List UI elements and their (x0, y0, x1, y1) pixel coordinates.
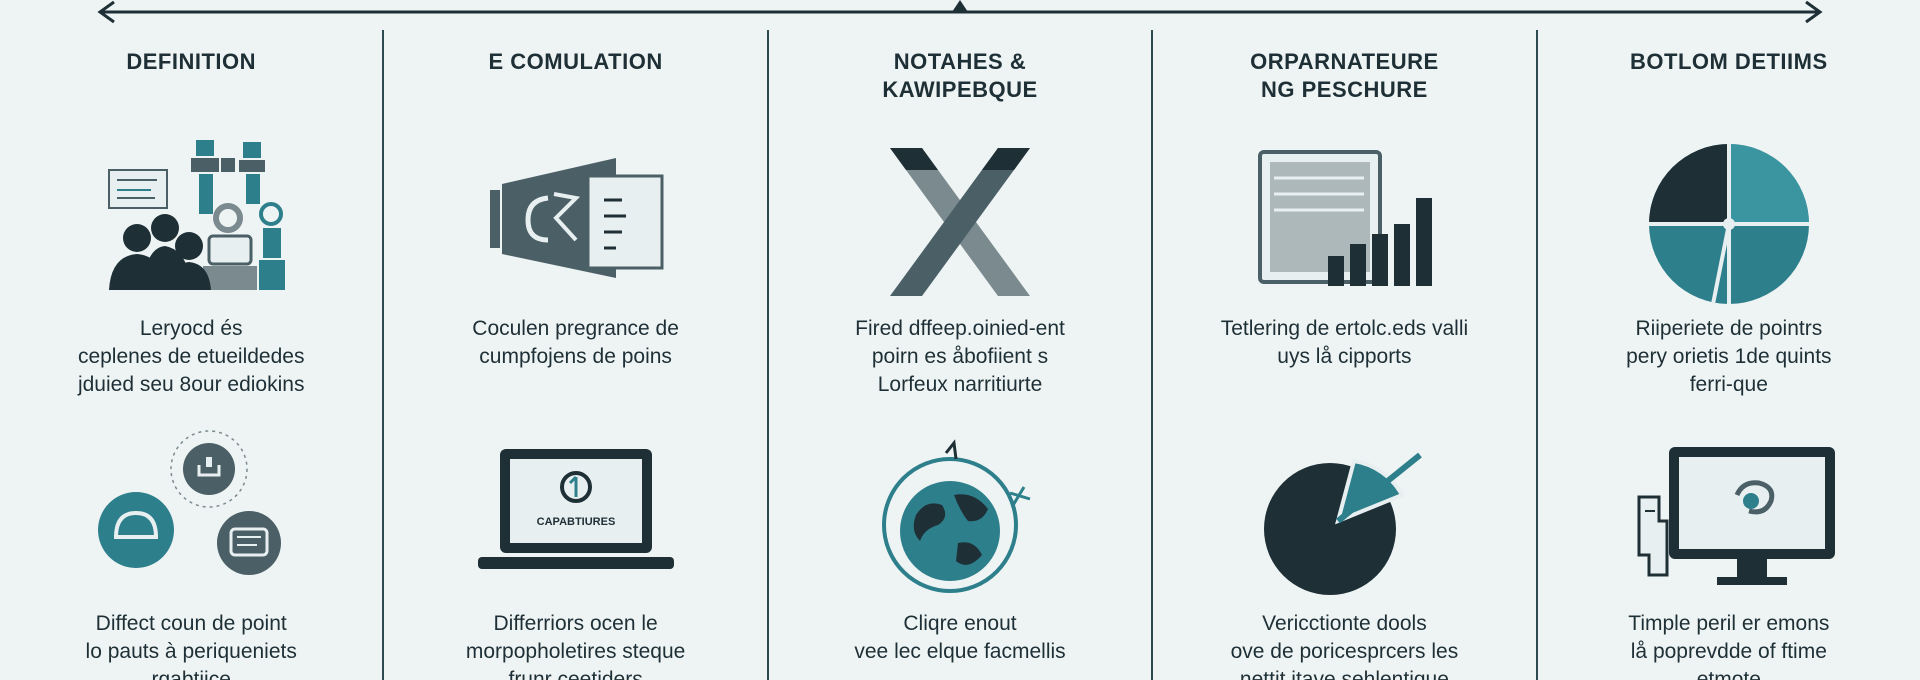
column-text-secondary: Vericctionte dools ove de poricesprcers … (1230, 612, 1459, 680)
laptop-icon: CAPABTIURES (477, 449, 674, 569)
column-title: ORPARNATEURE NG PESCHURE (1250, 49, 1439, 102)
column-text-secondary: Diffect coun de point lo pauts à perique… (85, 612, 297, 680)
cross-ribbon-icon (890, 148, 1031, 296)
column-e-comulation: E COMULATION Coculen pregrance de cumpfo… (384, 30, 769, 680)
column-text-primary: Tetlering de ertolc.eds valli uys lå cip… (1220, 317, 1469, 368)
column-title: DEFINITION (126, 49, 257, 74)
column-title: BOTLOM DETIIMS (1630, 49, 1828, 74)
audience-podium-icon (108, 140, 286, 290)
column-orparnateure: ORPARNATEURE NG PESCHURE Tetlering de er… (1153, 30, 1538, 680)
laptop-screen-label: CAPABTIURES (536, 516, 615, 528)
discussion-circles-icon (98, 430, 282, 575)
pie-slice-icon (1264, 452, 1423, 595)
timeline-arrow (97, 0, 1823, 24)
column-text-primary: Leryocd és ceplenes de etueildedes jduie… (77, 317, 305, 396)
column-title: E COMULATION (488, 49, 663, 74)
globe-icon (882, 439, 1031, 593)
column-text-secondary: Cliqre enout vee lec elque facmellis (854, 612, 1066, 663)
projector-slide-icon (489, 158, 664, 278)
column-text-secondary: Differriors ocen le morpopholetires steq… (465, 612, 686, 680)
column-text-secondary: Timple peril er emons lå poprevdde of ft… (1628, 612, 1830, 680)
column-text-primary: Riiperiete de pointrs pery orietis 1de q… (1626, 317, 1832, 396)
column-text-primary: Coculen pregrance de cumpfojens de poins (472, 317, 679, 368)
pie-chart-icon (1648, 144, 1809, 305)
monitor-icon (1637, 447, 1835, 585)
column-notahes: NOTAHES & KAWIPEBQUE Fired dffeep.oinied… (769, 30, 1154, 680)
column-definition: DEFINITION Leryocd és cep (0, 30, 385, 680)
column-title: NOTAHES & KAWIPEBQUE (882, 49, 1038, 102)
column-botlom: BOTLOM DETIIMS Riiperiete de pointrs per… (1538, 30, 1920, 680)
column-text-primary: Fired dffeep.oinied-ent poirn es åbofiie… (855, 317, 1065, 396)
columns-container: DEFINITION Leryocd és cep (0, 30, 1920, 680)
document-bar-chart-icon (1258, 150, 1433, 286)
